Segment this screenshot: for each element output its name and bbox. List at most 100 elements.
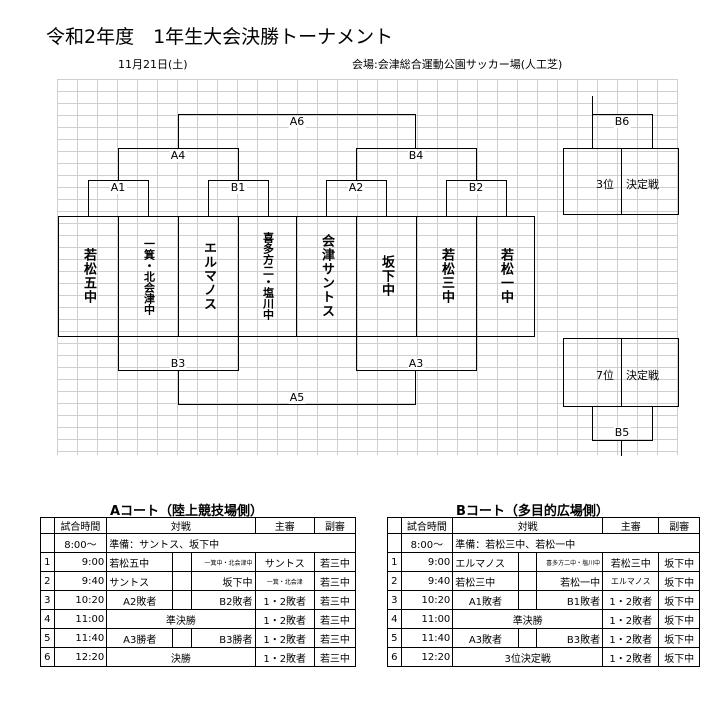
row-time: 9:40 bbox=[53, 571, 108, 591]
court-b-schedule: 試合時間 対戦 主審 副審 8:00～ 準備：若松三中、若松一中 1 9:00 … bbox=[387, 517, 700, 667]
row-no: 5 bbox=[387, 628, 402, 648]
team-name: 若松三中 bbox=[439, 248, 454, 304]
row-away: B3敗者 bbox=[535, 628, 604, 648]
row-away: 坂下中 bbox=[190, 571, 256, 591]
match-label-b1: B1 bbox=[229, 181, 247, 194]
row-assistant: 若三中 bbox=[313, 590, 357, 610]
row-no: 3 bbox=[387, 590, 402, 610]
match-label-a3: A3 bbox=[407, 357, 425, 370]
table-row: 3 10:20 A2敗者 B2敗者 1・2敗者 若三中 bbox=[40, 590, 357, 610]
team-slot: 坂下中 bbox=[357, 216, 416, 336]
row-time: 9:00 bbox=[400, 552, 454, 572]
row-referee: 1・2敗者 bbox=[602, 609, 660, 629]
bracket-grid-background bbox=[57, 79, 678, 455]
row-match: 準決勝 bbox=[452, 609, 604, 629]
match-label-b5: B5 bbox=[613, 426, 631, 439]
page-title: 令和2年度 1年生大会決勝トーナメント bbox=[46, 26, 394, 48]
row-time: 11:40 bbox=[400, 628, 454, 648]
row-time: 12:20 bbox=[53, 647, 108, 667]
row-assistant: 若三中 bbox=[313, 628, 357, 648]
header-time: 試合時間 bbox=[53, 517, 108, 534]
team-name: 一箕・北会津中 bbox=[142, 237, 156, 315]
row-assistant: 坂下中 bbox=[658, 571, 700, 591]
row-home: 若松三中 bbox=[452, 571, 519, 591]
table-row: 8:00～ 準備：若松三中、若松一中 bbox=[387, 533, 700, 553]
row-home: A1敗者 bbox=[452, 590, 519, 610]
row-referee: 1・2敗者 bbox=[254, 628, 315, 648]
table-row: 1 9:00 若松五中 一箕中・北会津中 サントス 若三中 bbox=[40, 552, 357, 572]
court-b-title: Bコート（多目的広場側） bbox=[456, 504, 609, 519]
match-label-a6: A6 bbox=[288, 115, 306, 128]
table-row: 5 11:40 A3敗者 B3敗者 1・2敗者 坂下中 bbox=[387, 628, 700, 648]
match-label-b3: B3 bbox=[169, 357, 187, 370]
match-label-b4: B4 bbox=[407, 149, 425, 162]
table-row: 4 11:00 準決勝 1・2敗者 若三中 bbox=[40, 609, 357, 629]
row-assistant: 坂下中 bbox=[658, 552, 700, 572]
row-assistant: 坂下中 bbox=[658, 590, 700, 610]
event-date: 11月21日(土) bbox=[118, 58, 188, 71]
team-slot: 若松五中 bbox=[59, 216, 118, 336]
match-label-a4: A4 bbox=[169, 149, 187, 162]
row-away: B2敗者 bbox=[190, 590, 256, 610]
match-label-b2: B2 bbox=[467, 181, 485, 194]
row-referee: 1・2敗者 bbox=[602, 590, 660, 610]
row-away: B3勝者 bbox=[190, 628, 256, 648]
row-no: 6 bbox=[387, 647, 402, 667]
team-name: 若松一中 bbox=[498, 248, 513, 304]
header-time: 試合時間 bbox=[400, 517, 454, 534]
third-place-rank: 3位 bbox=[596, 178, 614, 191]
prep-time: 8:00～ bbox=[400, 533, 454, 553]
row-referee: 一箕・北会津 bbox=[254, 571, 315, 591]
row-home: 若松五中 bbox=[106, 552, 174, 572]
row-away: B1敗者 bbox=[535, 590, 604, 610]
match-label-a1: A1 bbox=[109, 181, 127, 194]
row-no: 4 bbox=[387, 609, 402, 629]
row-no: 3 bbox=[40, 590, 55, 610]
row-home: A3敗者 bbox=[452, 628, 519, 648]
team-name: 会津サントス bbox=[319, 234, 334, 318]
row-assistant: 若三中 bbox=[313, 609, 357, 629]
seventh-place-label: 決定戦 bbox=[626, 369, 659, 382]
table-header-row: 試合時間 対戦 主審 副審 bbox=[387, 517, 700, 534]
header-match: 対戦 bbox=[106, 517, 256, 534]
table-row: 1 9:00 エルマノス 喜多方二中・塩川中 若松三中 坂下中 bbox=[387, 552, 700, 572]
court-a-title: Aコート（陸上競技場側） bbox=[110, 504, 264, 519]
table-row: 2 9:40 サントス 坂下中 一箕・北会津 若三中 bbox=[40, 571, 357, 591]
row-no: 5 bbox=[40, 628, 55, 648]
row-home: サントス bbox=[106, 571, 174, 591]
row-time: 12:20 bbox=[400, 647, 454, 667]
row-no: 2 bbox=[387, 571, 402, 591]
row-assistant: 坂下中 bbox=[658, 628, 700, 648]
header-assistant: 副審 bbox=[313, 517, 357, 534]
row-referee: 若松三中 bbox=[602, 552, 660, 572]
team-name: 若松五中 bbox=[81, 248, 96, 304]
row-time: 11:40 bbox=[53, 628, 108, 648]
row-time: 11:00 bbox=[400, 609, 454, 629]
team-slot: 会津サントス bbox=[297, 216, 356, 336]
team-name: エルマノス bbox=[201, 241, 216, 311]
row-referee: サントス bbox=[254, 552, 315, 572]
header-referee: 主審 bbox=[602, 517, 660, 534]
row-assistant: 坂下中 bbox=[658, 609, 700, 629]
team-slot: 一箕・北会津中 bbox=[119, 216, 178, 336]
row-away: 喜多方二中・塩川中 bbox=[535, 552, 604, 572]
match-label-a5: A5 bbox=[288, 391, 306, 404]
row-no: 6 bbox=[40, 647, 55, 667]
row-no: 1 bbox=[387, 552, 402, 572]
row-time: 9:00 bbox=[53, 552, 108, 572]
row-match: 3位決定戦 bbox=[452, 647, 604, 667]
event-venue: 会場:会津総合運動公園サッカー場(人工芝) bbox=[352, 58, 563, 71]
header-match: 対戦 bbox=[452, 517, 604, 534]
row-no: 1 bbox=[40, 552, 55, 572]
table-row: 5 11:40 A3勝者 B3勝者 1・2敗者 若三中 bbox=[40, 628, 357, 648]
court-a-schedule: 試合時間 対戦 主審 副審 8:00～ 準備：サントス、坂下中 1 9:00 若… bbox=[40, 517, 357, 667]
table-row: 8:00～ 準備：サントス、坂下中 bbox=[40, 533, 356, 553]
row-home: A3勝者 bbox=[106, 628, 174, 648]
row-time: 10:20 bbox=[400, 590, 454, 610]
row-away: 若松一中 bbox=[535, 571, 604, 591]
table-row: 6 12:20 決勝 1・2敗者 若三中 bbox=[40, 647, 357, 667]
row-referee: 1・2敗者 bbox=[254, 609, 315, 629]
row-referee: 1・2敗者 bbox=[602, 628, 660, 648]
row-assistant: 若三中 bbox=[313, 571, 357, 591]
seventh-place-rank: 7位 bbox=[596, 369, 614, 382]
